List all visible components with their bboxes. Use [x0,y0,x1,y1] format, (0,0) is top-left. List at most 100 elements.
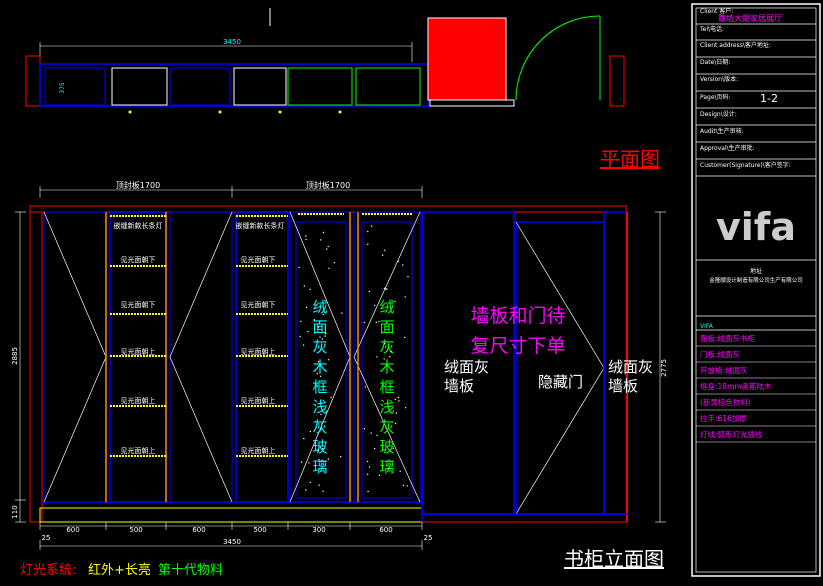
glass-door-char: 玻 [379,438,394,456]
elev-top-panel-right: 顶封板1700 [306,180,350,190]
sparkle-dot [303,437,305,440]
sparkle-dot [313,319,315,321]
sparkle-dot [322,490,324,492]
elevation-view: 顶封板1700 顶封板1700 2885 110 2775 [11,180,668,571]
sparkle-dot [326,248,328,250]
sparkle-dot [322,447,324,450]
sparkle-dot [367,243,369,245]
sparkle-dot [316,372,318,375]
sparkle-dot [300,320,302,322]
plan-title: 平面图 [600,147,660,171]
glass-door-char: 灰 [312,418,327,436]
plan-door-frame [429,99,515,107]
sparkle-dot [327,245,329,248]
tb-page-value: 1-2 [760,92,778,105]
tb-design: Design\设计: [700,110,737,118]
elev-bottom-dim-ticks [39,522,423,530]
sparkle-dot [399,470,401,472]
tb-company-value: 金隆顺设计制造有限公司生产有限公司 [709,276,803,284]
sparkle-dot [328,267,330,269]
sparkle-dot [376,434,378,437]
sparkle-dot [305,489,307,491]
sparkle-dot [378,321,380,323]
elev-light-strip-label-left: 嵌缝新款长条灯 [114,221,163,230]
sparkle-dot [397,260,399,262]
elev-ceiling-panel [29,205,627,213]
title-block: Client 客户: 魏坊大朗家居展厅 Tel\电话: Client addre… [691,3,821,577]
sparkle-dot [378,474,381,476]
sparkle-dot [373,447,376,450]
plan-cabinet-unit [233,67,287,106]
glass-door-char: 绒 [312,298,327,316]
glass-door-char: 璃 [312,458,327,476]
elev-shelf-label: 见光面朝上 [121,446,156,455]
plan-cabinet-unit [111,67,168,106]
elev-shelf-label: 见光面朝下 [121,300,156,309]
sparkle-dot [318,484,320,486]
elev-glass-sparkles [298,225,409,493]
plan-view: 3450 375 平面图 [25,8,660,171]
elev-wall-right-label1: 绒面灰 [608,358,653,376]
sparkle-dot [330,396,332,398]
sparkle-dot [324,343,326,345]
sparkle-dot [366,460,369,463]
footer-lighting-prefix: 灯光系统: [20,563,76,578]
sparkle-dot [298,266,300,269]
tb-version: Version\版本: [700,75,738,83]
sparkle-dot [406,485,408,487]
sparkle-dot [317,450,319,452]
tb-spec-item: 灯线:弧形灯光插线 [700,429,763,439]
footer-material: 第十代物料 [158,563,223,578]
sparkle-dot [384,249,386,251]
tb-brand: VIFA [700,323,714,330]
sparkle-dot [300,461,303,463]
plan-side-panel-right [609,55,625,107]
plan-cabinet-unit [355,67,421,106]
plan-marker [338,110,342,114]
sparkle-dot [404,336,406,339]
sparkle-dot [319,375,322,377]
title-block-inner-frame [695,7,817,573]
elev-side-panel-left [29,211,43,523]
dim-bottom-label: 500 [253,526,266,534]
elev-shelf-label: 见光面朝下 [121,255,156,264]
elev-shelf-label: 见光面朝下 [241,300,276,309]
elev-note-line2: 复尺寸下单 [470,335,565,357]
sparkle-dot [367,490,369,493]
tb-tel: Tel\电话: [699,25,724,33]
sparkle-dot [395,412,398,414]
elev-dim-side-left: 25 [42,534,51,542]
tb-date: Date\日期: [700,58,730,66]
sparkle-dot [363,428,366,430]
sparkle-dot [381,254,384,256]
sparkle-dot [317,361,320,363]
dim-bottom-label: 600 [379,526,392,534]
vifa-logo: vifa [716,205,796,249]
sparkle-dot [321,338,323,340]
sparkle-dot [375,321,377,323]
tb-spec-item: 拉手:616加厚 [700,413,747,423]
elev-door-swing-mark [353,211,421,503]
elev-shelf-label: 见光面朝上 [241,396,276,405]
elev-shelves-left [110,215,166,457]
sparkle-dot [370,225,373,227]
sparkle-dot [376,356,378,358]
tb-spec-item: 门板:绒面灰 [700,349,741,359]
elev-plinth [39,507,423,523]
sparkle-dot [383,358,385,360]
plan-cabinet-unit [287,67,353,106]
elev-top-panel-left: 顶封板1700 [116,180,160,190]
elev-door-swing-mark [515,221,605,515]
tb-client-value: 魏坊大朗家居展厅 [718,13,782,23]
plan-door-swing-arc [515,15,601,101]
sparkle-dot [324,335,326,337]
dim-bottom-label: 500 [129,526,142,534]
elev-light-strip-label-right: 嵌缝新款长条灯 [236,221,285,230]
sparkle-dot [397,396,400,399]
glass-door-char: 框 [379,378,394,396]
sparkle-dot [309,288,311,291]
sparkle-dot [384,343,386,345]
elev-cabinet-bay-3 [169,211,233,503]
tb-spec-item: 开放格:绒面灰 [700,365,748,375]
elev-glass-door-1-pane [295,221,347,499]
